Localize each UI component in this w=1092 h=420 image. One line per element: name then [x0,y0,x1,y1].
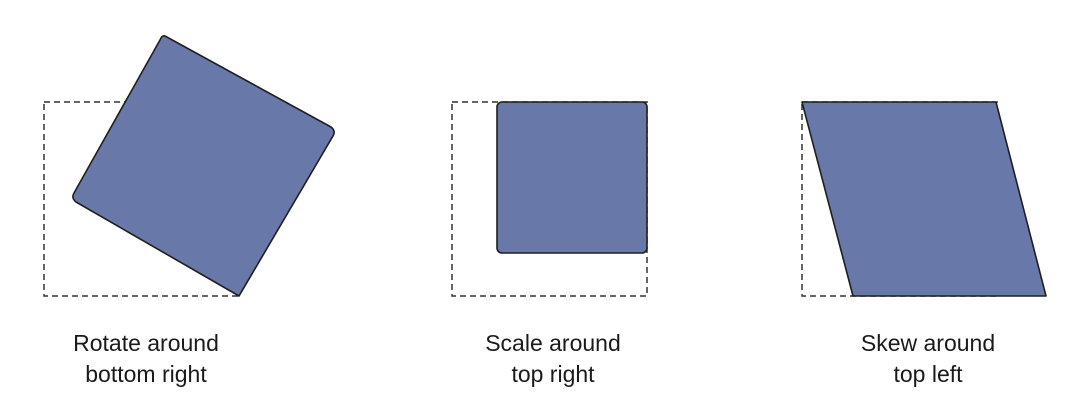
scale-caption-line1: Scale around [485,330,621,356]
scale-panel [451,101,648,297]
rotate-caption-line2: bottom right [85,361,207,387]
rotate-transformed-square [72,35,335,297]
scale-transformed-square [496,101,648,254]
skew-transformed-parallelogram [801,101,1047,297]
skew-caption-line1: Skew around [860,330,996,356]
rotate-panel [43,35,335,297]
scale-caption-line2: top right [511,361,595,387]
scale-caption: Scale around top right [423,328,683,390]
skew-caption-line2: top left [893,361,963,387]
rotate-caption: Rotate around bottom right [16,328,276,390]
skew-caption: Skew around top left [798,328,1058,390]
rotate-caption-line1: Rotate around [73,330,219,356]
skew-panel [801,101,1047,297]
